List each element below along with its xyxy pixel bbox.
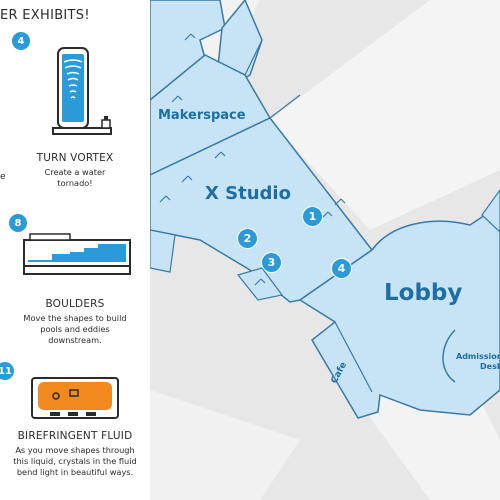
- map-marker-1[interactable]: 1: [302, 206, 323, 227]
- exhibit-desc-vortex-1: Create a water: [44, 167, 106, 177]
- door-mark: [184, 33, 196, 41]
- room-label-admissions: Admissions: [456, 352, 500, 361]
- door-mark: [214, 151, 226, 159]
- door-mark: [254, 278, 266, 286]
- exhibits-panel: ER EXHIBITS! 4 TURN VORTEX Create a wate…: [0, 0, 150, 500]
- room-label-lobby: Lobby: [384, 280, 463, 306]
- lobby-desk-arc: [442, 329, 456, 383]
- exhibit-name-birefringent: BIREFRINGENT FLUID: [17, 430, 133, 442]
- vortex-exhibit-icon: [52, 47, 112, 135]
- exhibit-desc-boulders-3: downstream.: [48, 335, 102, 345]
- map-marker-2[interactable]: 2: [237, 228, 258, 249]
- boulders-exhibit-icon: [23, 233, 131, 275]
- exhibit-name-vortex: TURN VORTEX: [36, 152, 114, 164]
- room-makerspace: [149, 54, 272, 177]
- map-marker-4[interactable]: 4: [331, 258, 352, 279]
- exhibit-badge-vortex: 4: [12, 32, 30, 50]
- room-left-corridor: [149, 229, 176, 273]
- door-mark: [181, 175, 193, 183]
- panel-title: ER EXHIBITS!: [0, 8, 90, 23]
- room-label-makerspace: Makerspace: [158, 108, 246, 123]
- door-mark: [171, 95, 183, 103]
- door-mark: [159, 195, 171, 203]
- exhibit-badge-birefringent: 11: [0, 362, 14, 380]
- door-mark: [321, 211, 333, 219]
- background-shape: [150, 390, 300, 500]
- cut-off-text: e: [0, 172, 6, 182]
- background-shape: [270, 0, 500, 230]
- birefringent-fluid-icon: [31, 377, 119, 419]
- exhibit-desc-birefringent-3: bend light in beautiful ways.: [16, 467, 134, 477]
- exhibit-desc-birefringent-2: this liquid, crystals in the fluid: [13, 456, 137, 466]
- cafe-wall: [334, 321, 373, 393]
- exhibit-desc-boulders-2: pools and eddies: [40, 324, 110, 334]
- room-label-desk: Desk: [480, 362, 500, 371]
- exhibit-desc-boulders-1: Move the shapes to build: [23, 313, 127, 323]
- room-right-edge: [481, 188, 500, 233]
- map-marker-3[interactable]: 3: [261, 252, 282, 273]
- exhibit-name-boulders: BOULDERS: [45, 298, 105, 310]
- exhibit-badge-boulders: 8: [9, 214, 27, 232]
- room-small-annex: [236, 267, 284, 301]
- door-mark: [334, 198, 346, 206]
- exhibit-desc-vortex-2: tornado!: [57, 178, 93, 188]
- room-label-x-studio: X Studio: [205, 183, 291, 204]
- room-lobby: [298, 204, 500, 419]
- exhibit-desc-birefringent-1: As you move shapes through: [15, 445, 135, 455]
- wall-detail: [244, 39, 301, 119]
